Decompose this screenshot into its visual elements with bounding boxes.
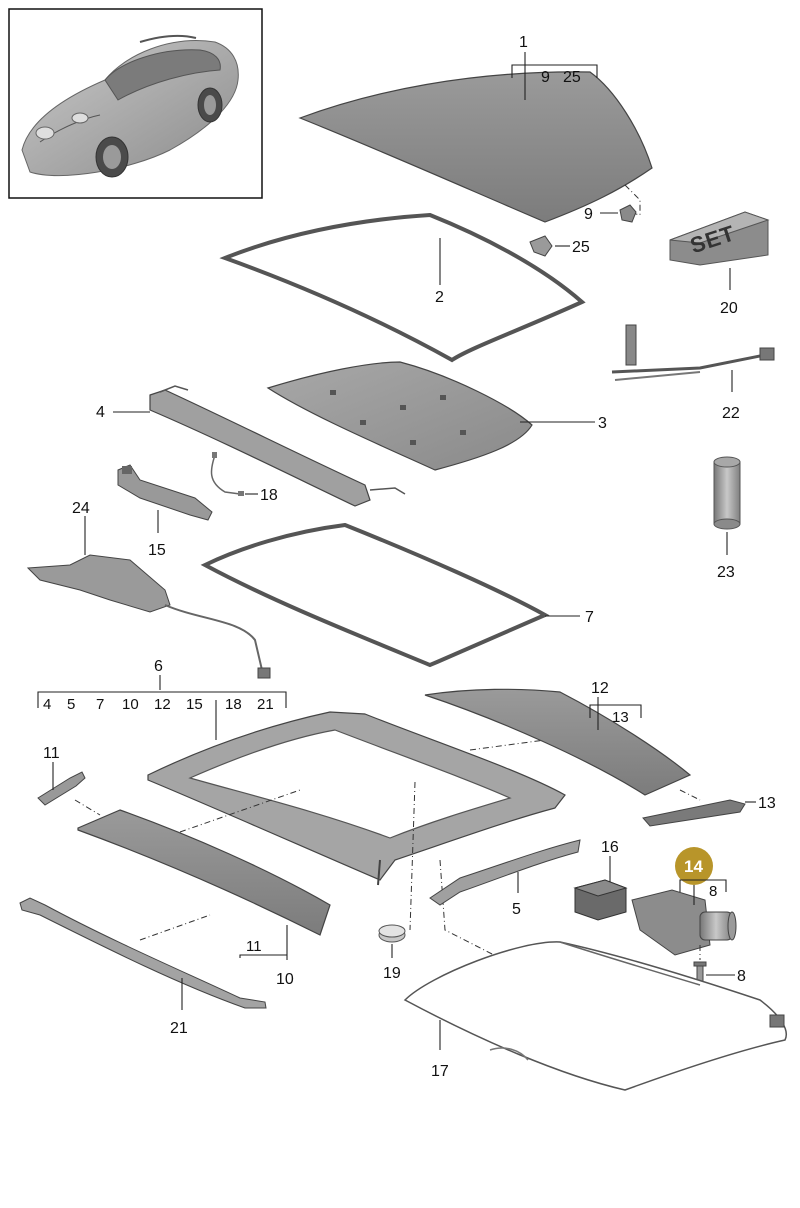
part-roof-seal xyxy=(219,212,586,363)
part-rear-strip xyxy=(642,799,746,827)
part-front-crossbar xyxy=(149,385,406,507)
label-24: 24 xyxy=(72,500,90,517)
label-14-sub: 8 xyxy=(709,883,717,900)
label-6-sub: 21 xyxy=(257,696,274,713)
label-22: 22 xyxy=(722,405,740,422)
label-14: 14 xyxy=(684,857,703,876)
highlight-badge-14[interactable]: 14 xyxy=(675,847,713,885)
part-side-rail xyxy=(429,839,581,906)
car-thumbnail xyxy=(8,8,263,199)
part-main-frame xyxy=(147,711,566,886)
part-control-module xyxy=(573,879,628,921)
label-21: 21 xyxy=(170,1020,188,1037)
part-frame-seal xyxy=(200,522,550,668)
part-side-panel xyxy=(77,809,331,936)
part-drive-assembly xyxy=(26,554,271,679)
label-2: 2 xyxy=(435,289,444,306)
part-clip xyxy=(619,204,637,223)
part-slider-mechanism xyxy=(117,464,213,521)
label-23: 23 xyxy=(717,564,735,581)
label-11: 11 xyxy=(43,745,60,762)
part-cable-connector xyxy=(611,324,775,381)
part-set-box: SET xyxy=(669,211,770,266)
label-6-sub: 12 xyxy=(154,696,171,713)
label-5: 5 xyxy=(512,901,521,918)
label-1-sub-9: 9 xyxy=(541,69,550,86)
part-roof-panel xyxy=(298,71,653,223)
label-16: 16 xyxy=(601,839,619,856)
part-clip-small xyxy=(529,235,553,257)
label-6-sub: 7 xyxy=(96,696,104,713)
part-drive-motor xyxy=(631,889,737,956)
part-rear-panel xyxy=(424,688,692,796)
label-12: 12 xyxy=(591,680,609,697)
part-cylinder xyxy=(713,456,741,530)
label-6-sub: 15 xyxy=(186,696,203,713)
label-8: 8 xyxy=(737,968,746,985)
label-20: 20 xyxy=(720,300,738,317)
label-6-subs: 4 5 7 10 12 15 18 21 xyxy=(43,696,274,713)
part-grommet xyxy=(378,924,406,943)
label-19: 19 xyxy=(383,965,401,982)
label-9: 9 xyxy=(584,206,593,223)
label-1-sub-25: 25 xyxy=(563,69,581,86)
label-6-sub: 18 xyxy=(225,696,242,713)
part-headliner xyxy=(266,361,533,471)
label-12-sub: 13 xyxy=(612,709,629,726)
label-3: 3 xyxy=(598,415,607,432)
label-1: 1 xyxy=(519,34,528,51)
label-6-sub: 5 xyxy=(67,696,75,713)
label-13: 13 xyxy=(758,795,776,812)
label-25: 25 xyxy=(572,239,590,256)
label-6-sub: 4 xyxy=(43,696,51,713)
label-6: 6 xyxy=(154,658,163,675)
label-10-sub: 11 xyxy=(246,938,262,955)
label-17: 17 xyxy=(431,1063,449,1080)
label-4: 4 xyxy=(96,404,105,421)
part-bracket xyxy=(37,771,86,806)
label-10: 10 xyxy=(276,971,294,988)
label-18: 18 xyxy=(260,487,278,504)
label-15: 15 xyxy=(148,542,166,559)
label-6-sub: 10 xyxy=(122,696,139,713)
label-7: 7 xyxy=(585,609,594,626)
part-lower-rail xyxy=(19,897,267,1009)
part-headliner-trim xyxy=(403,941,787,1091)
part-small-cable xyxy=(210,452,244,496)
